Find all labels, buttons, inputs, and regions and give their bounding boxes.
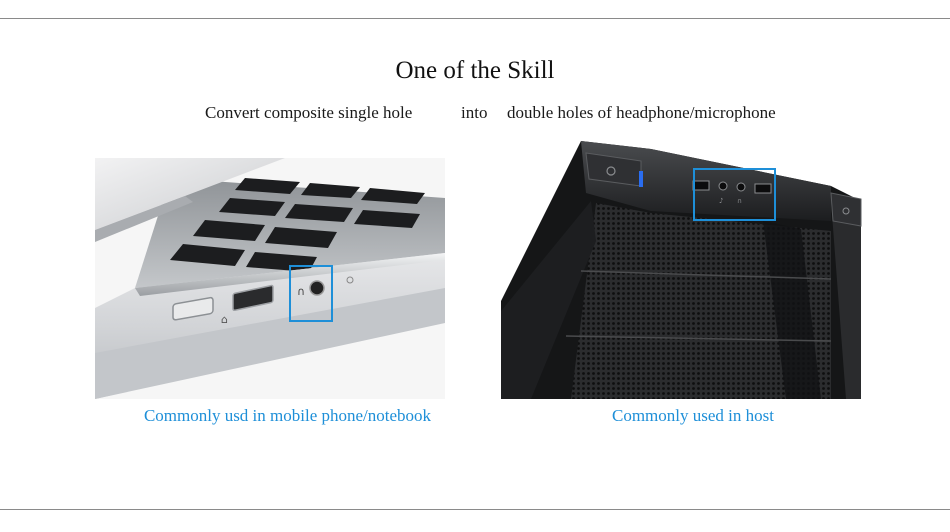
pc-case-illustration: ♪ ∩ (501, 141, 881, 399)
page-title: One of the Skill (395, 57, 555, 84)
top-divider (0, 18, 950, 19)
headphone-symbol-icon: ∩ (297, 285, 305, 298)
caption-host: Commonly used in host (612, 406, 774, 425)
subtitle: Convert composite single hole into doubl… (0, 103, 950, 127)
audio-port-highlight (289, 265, 333, 322)
subtitle-part-2: into (461, 103, 488, 122)
laptop-ports-photo: ⌂ ∩ (95, 158, 445, 399)
caption-laptop: Commonly usd in mobile phone/notebook (143, 406, 432, 425)
laptop-illustration: ⌂ ∩ (95, 158, 445, 399)
subtitle-part-1: Convert composite single hole (205, 103, 413, 122)
front-io-highlight (693, 168, 776, 221)
headphone-symbol-icon: ∩ (737, 197, 742, 205)
pc-case-photo: ♪ ∩ (501, 141, 881, 399)
mic-symbol-icon: ♪ (719, 197, 723, 205)
usb-symbol-icon: ⌂ (221, 313, 228, 326)
bottom-divider (0, 509, 950, 510)
power-icon (606, 166, 616, 176)
subtitle-part-3: double holes of headphone/microphone (507, 103, 776, 122)
